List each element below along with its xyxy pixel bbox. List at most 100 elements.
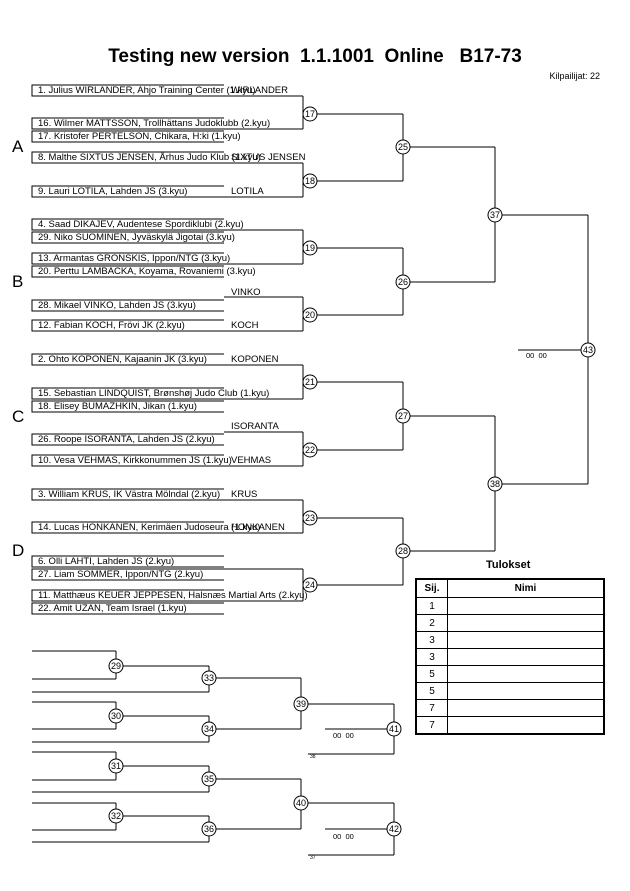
competitor-box (31, 454, 224, 467)
competitor-22: 22. Amit UZAN, Team Israel (1.kyu) (38, 603, 187, 614)
competitor-14: 18. Elisey BUMAZHKIN, Jikan (1.kyu) (38, 401, 197, 412)
competitor-box (31, 299, 224, 312)
competitor-17: 3. William KRUS, IK Västra Mölndal (2.ky… (38, 489, 221, 500)
results-title: Tulokset (486, 559, 531, 571)
results-table: Sij.Nimi 1 2 3 3 5 5 7 7 (415, 578, 605, 735)
svg-text:40: 40 (296, 798, 306, 808)
advancer-5: KOCH (231, 320, 259, 331)
svg-text:24: 24 (305, 580, 315, 590)
competitor-box (31, 568, 224, 581)
match-circle-18: 18 (302, 173, 318, 189)
match-circle-20: 20 (302, 307, 318, 323)
score-repechage-1: 00 00 (333, 731, 354, 740)
repechage-circle-42: 42 (386, 821, 402, 837)
repechage-circle-30: 30 (108, 708, 124, 724)
pool-label-a: A (12, 137, 24, 156)
competitor-9: 20. Perttu LAMBACKA, Koyama, Rovaniemi (… (38, 266, 256, 277)
results-row: 3 (415, 631, 605, 649)
results-col-name: Nimi (447, 578, 605, 598)
pool-label-d: D (12, 541, 25, 560)
competitor-box (31, 151, 224, 164)
svg-text:19: 19 (305, 243, 315, 253)
competitor-7: 29. Niko SUOMINEN, Jyväskylä Jigotai (3.… (38, 232, 235, 243)
advancer-4: VINKO (231, 287, 261, 298)
competitor-count: Kilpailijat: 22 (549, 71, 600, 81)
competitor-box (31, 555, 224, 568)
competitor-10: 28. Mikael VINKO, Lahden JS (3.kyu) (38, 300, 196, 311)
svg-text:39: 39 (296, 699, 306, 709)
competitor-box (31, 319, 224, 332)
competitor-1: 1. Julius WIRLANDER, Ahjo Training Cente… (38, 85, 256, 96)
competitor-box (31, 84, 224, 97)
pool-label-b: B (12, 272, 24, 291)
advancer-2: SIXTUS JENSEN (231, 152, 306, 163)
competitor-box (31, 589, 224, 602)
advancer-6: KOPONEN (231, 354, 279, 365)
advancer-10: HONKANEN (231, 522, 285, 533)
svg-text:33: 33 (204, 673, 214, 683)
repechage-circle-39: 39 (293, 696, 309, 712)
repechage-circle-35: 35 (201, 771, 217, 787)
svg-text:20: 20 (305, 310, 315, 320)
score-final: 00 00 (526, 351, 547, 360)
results-row: 2 (415, 614, 605, 632)
competitor-box (31, 488, 224, 501)
match-circle-22: 22 (302, 442, 318, 458)
competitor-21: 11. Matthæus KEUER JEPPESEN, Halsnæs Mar… (38, 590, 308, 601)
competitor-box (31, 433, 224, 446)
svg-text:18: 18 (305, 176, 315, 186)
competitor-box (31, 231, 224, 244)
results-row: 7 (415, 699, 605, 717)
svg-text:23: 23 (305, 513, 315, 523)
match-circle-27: 27 (395, 408, 411, 424)
match-circle-28: 28 (395, 543, 411, 559)
small-number-2: 37 (310, 855, 316, 861)
svg-text:34: 34 (204, 724, 214, 734)
match-circle-25: 25 (395, 139, 411, 155)
results-col-place: Sij. (415, 578, 448, 598)
svg-text:32: 32 (111, 811, 121, 821)
score-repechage-2: 00 00 (333, 832, 354, 841)
results-row: 5 (415, 682, 605, 700)
repechage-circle-40: 40 (293, 795, 309, 811)
competitor-box (31, 185, 224, 198)
competitor-5: 9. Lauri LOTILA, Lahden JS (3.kyu) (38, 186, 188, 197)
svg-text:26: 26 (398, 277, 408, 287)
match-circle-21: 21 (302, 374, 318, 390)
repechage-circle-29: 29 (108, 658, 124, 674)
competitor-box (31, 117, 224, 130)
competitor-12: 2. Ohto KOPONEN, Kajaanin JK (3.kyu) (38, 354, 207, 365)
competitor-box (31, 130, 224, 143)
svg-text:35: 35 (204, 774, 214, 784)
svg-text:21: 21 (305, 377, 315, 387)
competitor-15: 26. Roope ISORANTA, Lahden JS (2.kyu) (38, 434, 215, 445)
svg-text:38: 38 (490, 479, 500, 489)
svg-text:36: 36 (204, 824, 214, 834)
competitor-8: 13. Armantas GRONSKIS, Ippon/NTG (3.kyu) (38, 253, 231, 264)
match-circle-37: 37 (487, 207, 503, 223)
repechage-circle-41: 41 (386, 721, 402, 737)
svg-text:37: 37 (490, 210, 500, 220)
competitor-6: 4. Saad DIKAJEV, Audentese Spordiklubi (… (38, 219, 244, 230)
competitor-box (31, 602, 224, 615)
svg-text:22: 22 (305, 445, 315, 455)
repechage-circle-36: 36 (201, 821, 217, 837)
competitor-16: 10. Vesa VEHMAS, Kirkkonummen JS (1.kyu) (38, 455, 232, 466)
pool-label-c: C (12, 407, 25, 426)
advancer-7: ISORANTA (231, 421, 279, 432)
svg-text:25: 25 (398, 142, 408, 152)
competitor-3: 17. Kristofer PERTELSON, Chikara, H:ki (… (38, 131, 241, 142)
match-circle-38: 38 (487, 476, 503, 492)
svg-text:28: 28 (398, 546, 408, 556)
repechage-circle-31: 31 (108, 758, 124, 774)
advancer-1: WIRLANDER (231, 85, 289, 96)
svg-text:30: 30 (111, 711, 121, 721)
svg-text:27: 27 (398, 411, 408, 421)
competitor-19: 6. Olli LAHTI, Lahden JS (2.kyu) (38, 556, 175, 567)
results-row: 7 (415, 716, 605, 735)
results-row: 1 (415, 597, 605, 615)
competitor-2: 16. Wilmer MATTSSON, Trollhättans Judokl… (38, 118, 271, 129)
competitor-box (31, 252, 224, 265)
advancer-9: KRUS (231, 489, 258, 500)
svg-text:42: 42 (389, 824, 399, 834)
